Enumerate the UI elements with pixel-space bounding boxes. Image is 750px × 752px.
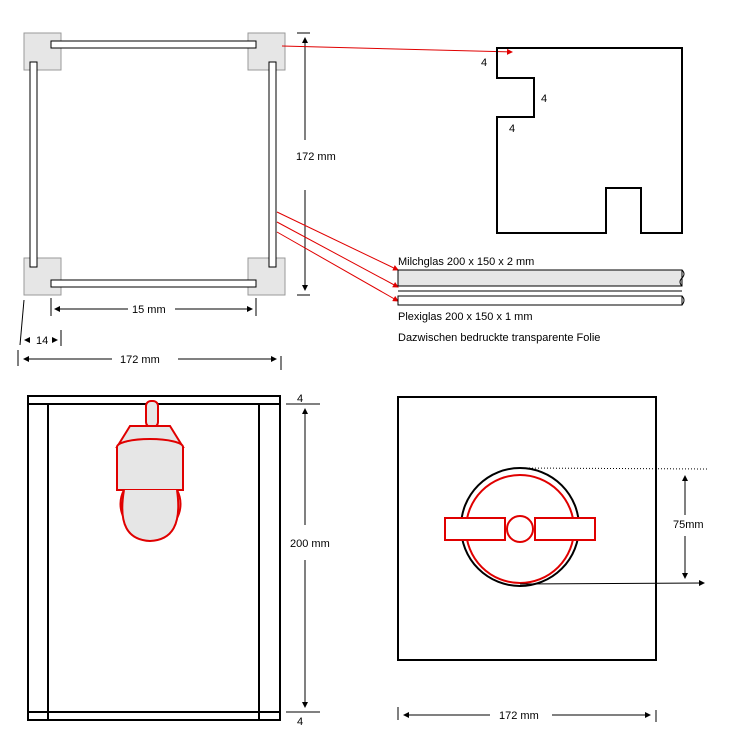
front-height-label: 200 mm	[290, 538, 330, 550]
overall-width-label: 172 mm	[120, 354, 160, 366]
front-top-label: 4	[297, 393, 303, 405]
side-panel-right	[258, 403, 281, 721]
height-dimension-label: 172 mm	[296, 151, 336, 163]
corner-block-outline	[496, 47, 683, 234]
front-bottom-label: 4	[297, 716, 303, 728]
radius-label: 75mm	[673, 519, 704, 531]
rail-bottom	[50, 279, 257, 288]
plexiglas-label: Plexiglas 200 x 150 x 1 mm	[398, 311, 533, 323]
corner-detail: 4 4 4	[481, 47, 683, 234]
corner-block-br	[247, 257, 286, 296]
lamp-icon	[115, 400, 185, 543]
corner-dimension-label: 14	[36, 335, 48, 347]
milchglas-label: Milchglas 200 x 150 x 2 mm	[398, 256, 534, 268]
foil-label: Dazwischen bedruckte transparente Folie	[398, 332, 600, 344]
top-view: 75mm 172 mm	[397, 396, 709, 722]
corner-detail-label-1: 4	[481, 57, 487, 69]
corner-block-tr	[247, 32, 286, 71]
rail-right	[268, 61, 277, 268]
inner-width-label: 15 mm	[132, 304, 166, 316]
side-panel-left	[27, 403, 49, 721]
break-mark	[679, 269, 685, 306]
frame-top-view: 172 mm 15 mm 14 172 mm	[17, 32, 513, 370]
radius-top-line	[519, 467, 709, 470]
glass-layers: Milchglas 200 x 150 x 2 mm Plexiglas 200…	[397, 256, 685, 344]
plexiglas-pane	[397, 295, 683, 306]
milchglas-pane	[397, 269, 683, 287]
corner-detail-label-2: 4	[541, 93, 547, 105]
top-view-width-label: 172 mm	[499, 710, 539, 722]
rail-left	[29, 61, 38, 268]
front-view: 4 4 200 mm	[27, 393, 330, 728]
rail-top	[50, 40, 257, 49]
fixture-bar	[444, 515, 596, 543]
corner-detail-label-3: 4	[509, 123, 515, 135]
